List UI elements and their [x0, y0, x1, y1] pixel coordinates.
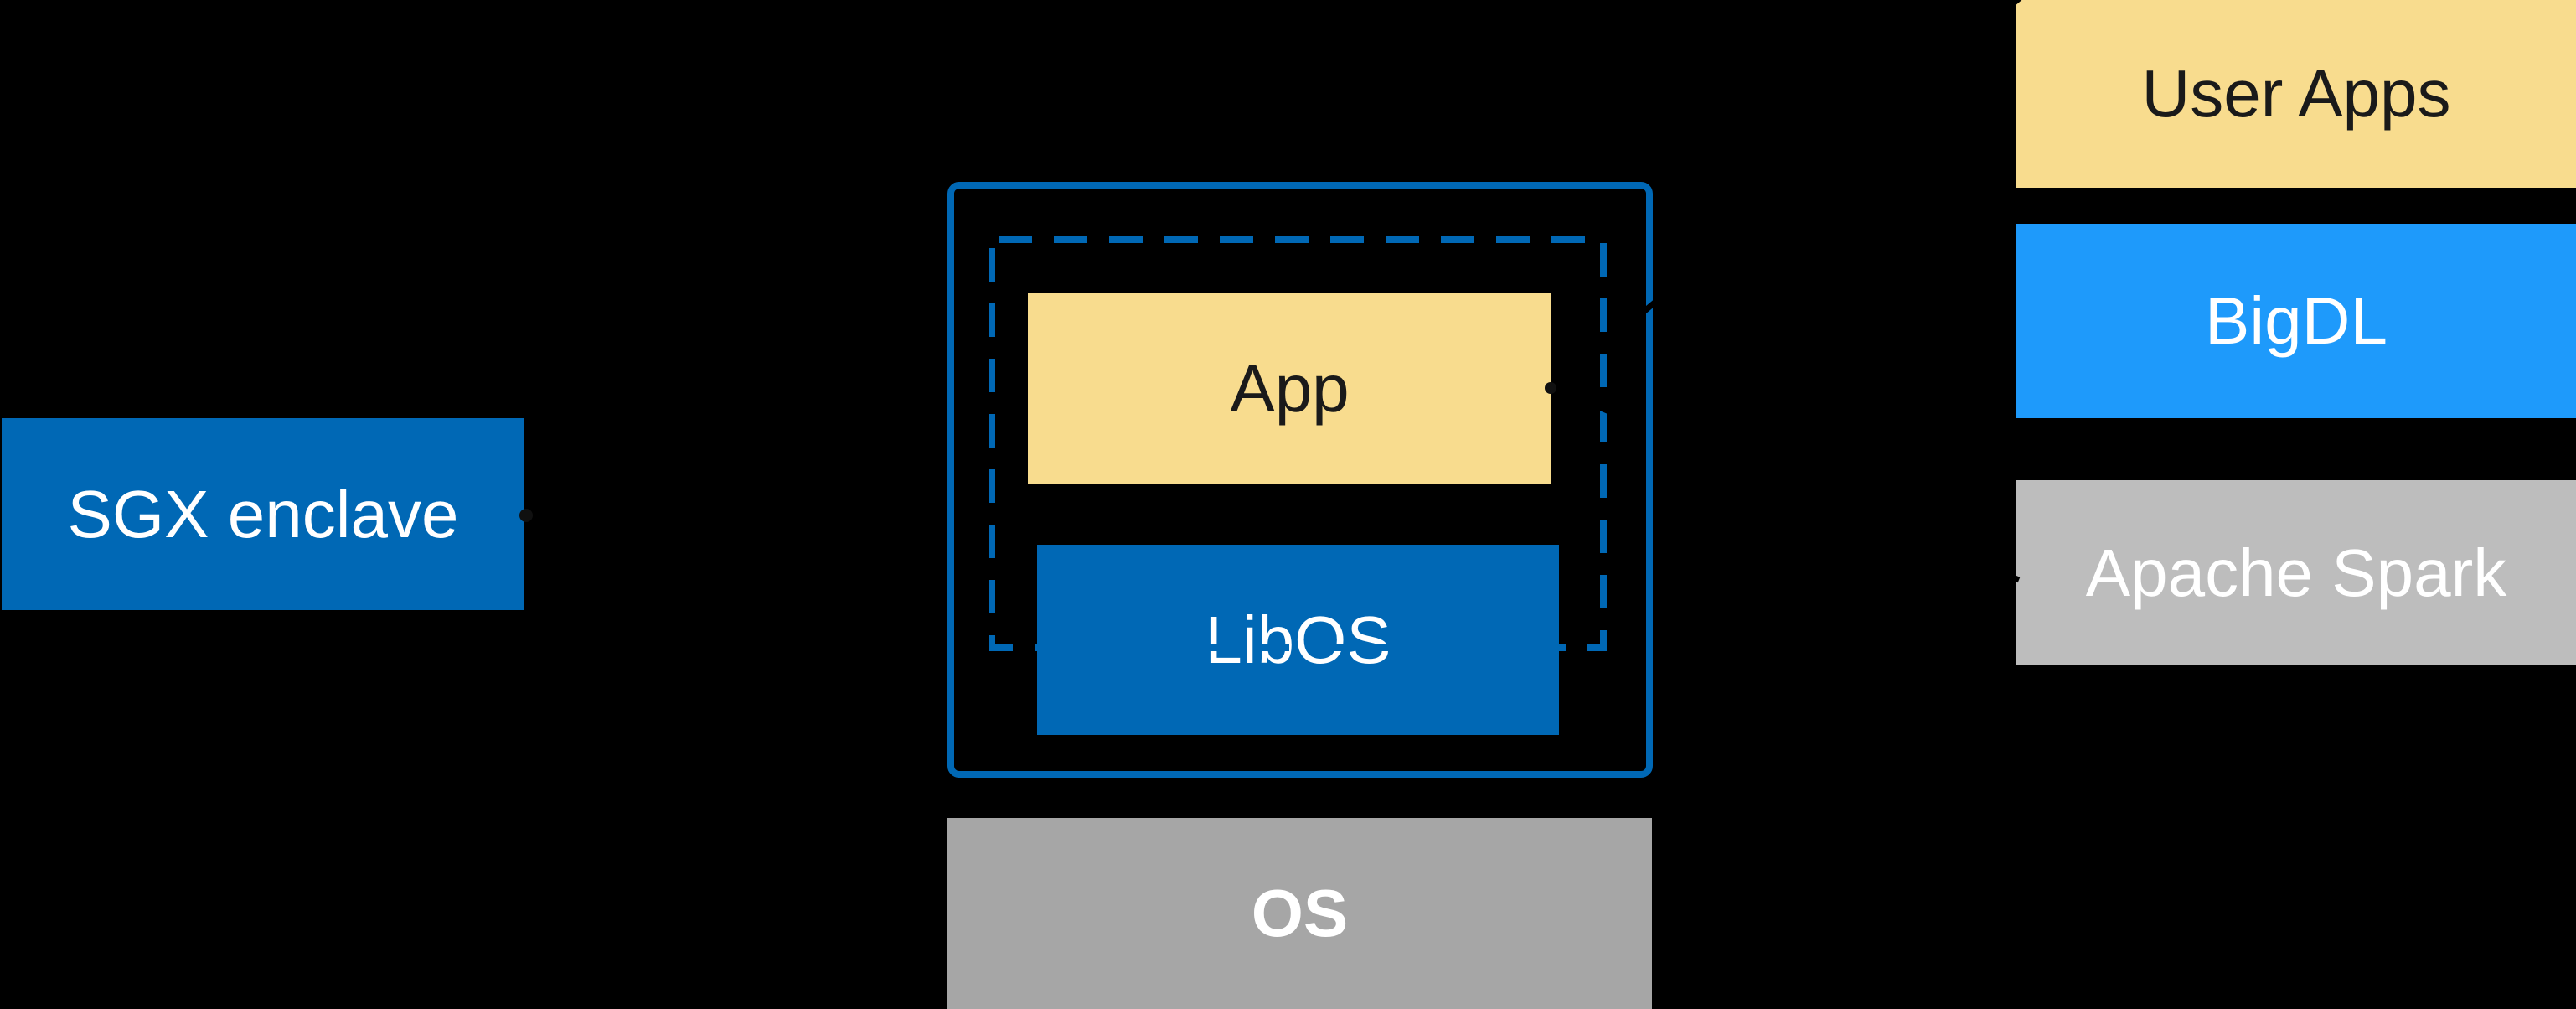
- app-label: App: [1230, 350, 1350, 426]
- sgx-enclave-label-box: SGX enclave: [2, 418, 524, 610]
- libos-box: LibOS: [1037, 545, 1559, 735]
- apache-spark-label: Apache Spark: [2085, 535, 2507, 610]
- apache-spark-box: Apache Spark: [2016, 480, 2576, 665]
- bigdl-box: BigDL: [2016, 224, 2576, 418]
- libos-label: LibOS: [1205, 602, 1391, 677]
- bigdl-label: BigDL: [2205, 283, 2388, 358]
- os-label: OS: [1251, 876, 1349, 950]
- app-box: App: [1028, 293, 1551, 484]
- connector-stack-to-app-lower: [1551, 385, 2021, 583]
- user-apps-label: User Apps: [2141, 56, 2451, 131]
- connector-stack-to-app-upper: [1550, 0, 2022, 391]
- os-box: OS: [947, 818, 1652, 1009]
- sgx-enclave-label: SGX enclave: [67, 476, 459, 551]
- user-apps-box: User Apps: [2016, 0, 2576, 188]
